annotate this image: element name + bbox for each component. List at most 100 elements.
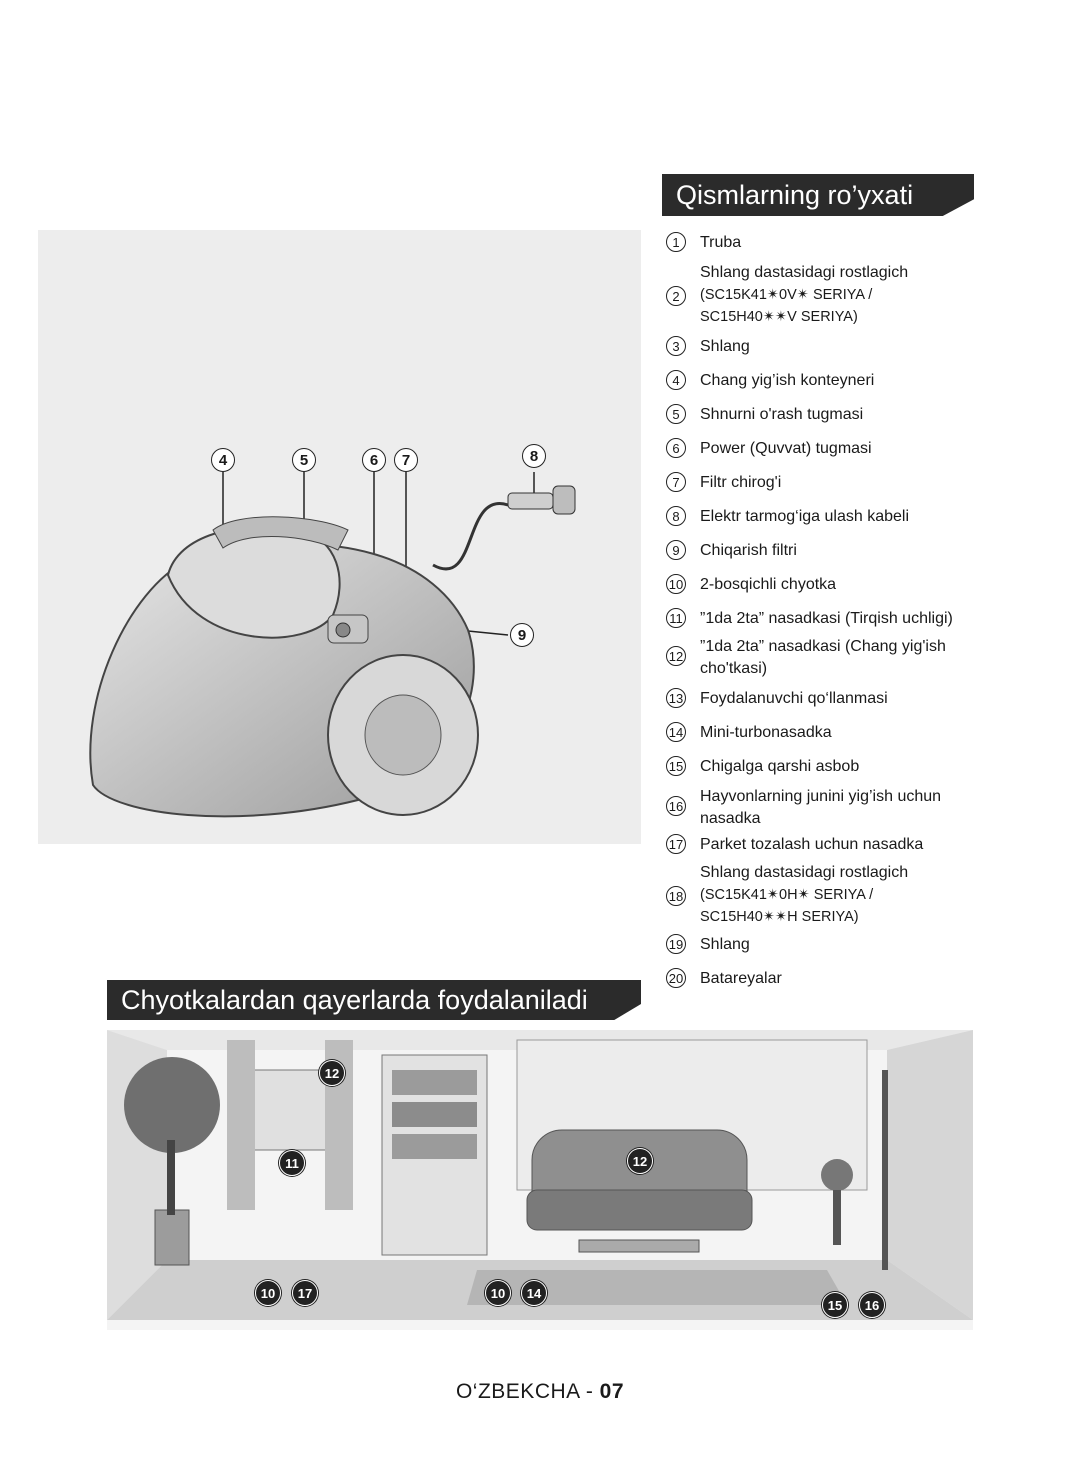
part-label: Shlang dastasidagi rostlagich(SC15K41✴0H…: [700, 862, 908, 928]
part-label: Shlang: [700, 336, 750, 358]
part-label-line: nasadka: [700, 810, 761, 827]
part-item: 20 Batareyalar: [666, 968, 782, 990]
part-label-line: Parket tozalash uchun nasadka: [700, 836, 924, 853]
part-item: 14 Mini-turbonasadka: [666, 722, 832, 744]
part-label: Shlang dastasidagi rostlagich (SC15K41✴0V…: [700, 262, 908, 328]
part-label-line: Shlang: [700, 936, 750, 953]
part-label-line: Chigalga qarshi asbob: [700, 758, 860, 775]
part-label: Chang yig’ish konteyneri: [700, 370, 874, 392]
room-badge-12b: 12: [627, 1148, 653, 1174]
part-label: Foydalanuvchi qo‘llanmasi: [700, 688, 888, 710]
part-label-line: Shlang dastasidagi rostlagich: [700, 264, 909, 281]
part-label: Hayvonlarning junini yig’ish uchun nasadk…: [700, 786, 941, 830]
callout-9: 9: [510, 623, 534, 647]
room-badge-15: 15: [822, 1292, 848, 1318]
room-badge-14: 14: [521, 1280, 547, 1306]
part-number: 5: [666, 404, 686, 424]
part-number: 10: [666, 574, 686, 594]
part-label: Shnurni o'rash tugmasi: [700, 404, 863, 426]
part-label-line: Shlang: [700, 338, 750, 355]
part-label-line: Filtr chirog'i: [700, 474, 782, 491]
part-label-line: Truba: [700, 234, 742, 251]
room-badge-10b: 10: [485, 1280, 511, 1306]
part-label-line: Chang yig’ish konteyneri: [700, 372, 875, 389]
room-badge-16: 16: [859, 1292, 885, 1318]
part-number: 2: [666, 286, 686, 306]
callout-8: 8: [522, 444, 546, 468]
part-number: 7: [666, 472, 686, 492]
part-item: 17 Parket tozalash uchun nasadka: [666, 834, 923, 856]
part-label-line: ”1da 2ta” nasadkasi (Chang yig'ish: [700, 638, 946, 655]
callout-6: 6: [362, 448, 386, 472]
part-label-line: Foydalanuvchi qo‘llanmasi: [700, 690, 888, 707]
room-badge-11: 11: [279, 1150, 305, 1176]
page-number: 07: [599, 1380, 625, 1403]
part-number: 4: [666, 370, 686, 390]
part-label: Truba: [700, 232, 741, 254]
part-number: 19: [666, 934, 686, 954]
part-item: 15 Chigalga qarshi asbob: [666, 756, 859, 778]
callout-5: 5: [292, 448, 316, 472]
parts-list-title: Qismlarning ro’yxati: [662, 174, 974, 216]
part-label: Power (Quvvat) tugmasi: [700, 438, 872, 460]
part-label-line: Shlang dastasidagi rostlagich: [700, 864, 909, 881]
part-number: 18: [666, 886, 686, 906]
part-label-line: Elektr tarmog‘iga ulash kabeli: [700, 508, 909, 525]
part-label: 2-bosqichli chyotka: [700, 574, 836, 596]
part-number: 15: [666, 756, 686, 776]
part-label: Mini-turbonasadka: [700, 722, 832, 744]
part-label: Shlang: [700, 934, 750, 956]
part-label: Elektr tarmog‘iga ulash kabeli: [700, 506, 909, 528]
footer-language: O‘ZBEKCHA -: [455, 1380, 600, 1403]
room-badge-17: 17: [292, 1280, 318, 1306]
part-number: 12: [666, 646, 686, 666]
room-illustration: 12 11 12 10 17 10 14 15 16: [107, 1030, 973, 1330]
part-number: 16: [666, 796, 686, 816]
part-item: 8 Elektr tarmog‘iga ulash kabeli: [666, 506, 909, 528]
part-model-line: SC15H40✴✴V SERIYA): [700, 309, 858, 325]
part-label-line: Chiqarish filtri: [700, 542, 797, 559]
part-item: 4 Chang yig’ish konteyneri: [666, 370, 874, 392]
part-label-line: Batareyalar: [700, 970, 782, 987]
callout-4: 4: [211, 448, 235, 472]
part-label-line: ”1da 2ta” nasadkasi (Tirqish uchligi): [700, 610, 953, 627]
part-label-line: Shnurni o'rash tugmasi: [700, 406, 864, 423]
part-number: 20: [666, 968, 686, 988]
part-number: 14: [666, 722, 686, 742]
room-badge-12a: 12: [319, 1060, 345, 1086]
part-label-line: Hayvonlarning junini yig’ish uchun: [700, 788, 942, 805]
part-label-line: Mini-turbonasadka: [700, 724, 832, 741]
part-label-line: 2-bosqichli chyotka: [700, 576, 837, 593]
room-scene: [107, 1030, 973, 1330]
part-label: Parket tozalash uchun nasadka: [700, 834, 923, 856]
part-item: 2 Shlang dastasidagi rostlagich (SC15K41✴0…: [666, 262, 908, 328]
part-item: 11 ”1da 2ta” nasadkasi (Tirqish uchligi): [666, 608, 953, 630]
part-item: 16 Hayvonlarning junini yig’ish uchun nasa…: [666, 786, 941, 830]
part-number: 13: [666, 688, 686, 708]
part-item: 19 Shlang: [666, 934, 750, 956]
part-number: 11: [666, 608, 686, 628]
part-label: ”1da 2ta” nasadkasi (Chang yig'ish cho'tk…: [700, 636, 946, 680]
part-item: 13 Foydalanuvchi qo‘llanmasi: [666, 688, 888, 710]
part-label-line: Power (Quvvat) tugmasi: [700, 440, 872, 457]
part-item: 5 Shnurni o'rash tugmasi: [666, 404, 863, 426]
usage-title: Chyotkalardan qayerlarda foydalaniladi: [107, 980, 641, 1020]
part-number: 3: [666, 336, 686, 356]
part-number: 17: [666, 834, 686, 854]
part-item: 12 ”1da 2ta” nasadkasi (Chang yig'ish cho'…: [666, 636, 946, 680]
part-label: Filtr chirog'i: [700, 472, 781, 494]
part-item: 3 Shlang: [666, 336, 750, 358]
part-model-line: (SC15K41✴0V✴ SERIYA /: [700, 287, 873, 303]
part-label: ”1da 2ta” nasadkasi (Tirqish uchligi): [700, 608, 953, 630]
part-model-line: SC15H40✴✴H SERIYA): [700, 909, 859, 925]
page-footer: O‘ZBEKCHA - 07: [0, 1380, 1080, 1404]
vacuum-cleaner-illustration: [89, 472, 576, 818]
part-label: Batareyalar: [700, 968, 782, 990]
part-item: 10 2-bosqichli chyotka: [666, 574, 836, 596]
part-label: Chiqarish filtri: [700, 540, 797, 562]
part-number: 8: [666, 506, 686, 526]
part-label-line: cho'tkasi): [700, 660, 768, 677]
